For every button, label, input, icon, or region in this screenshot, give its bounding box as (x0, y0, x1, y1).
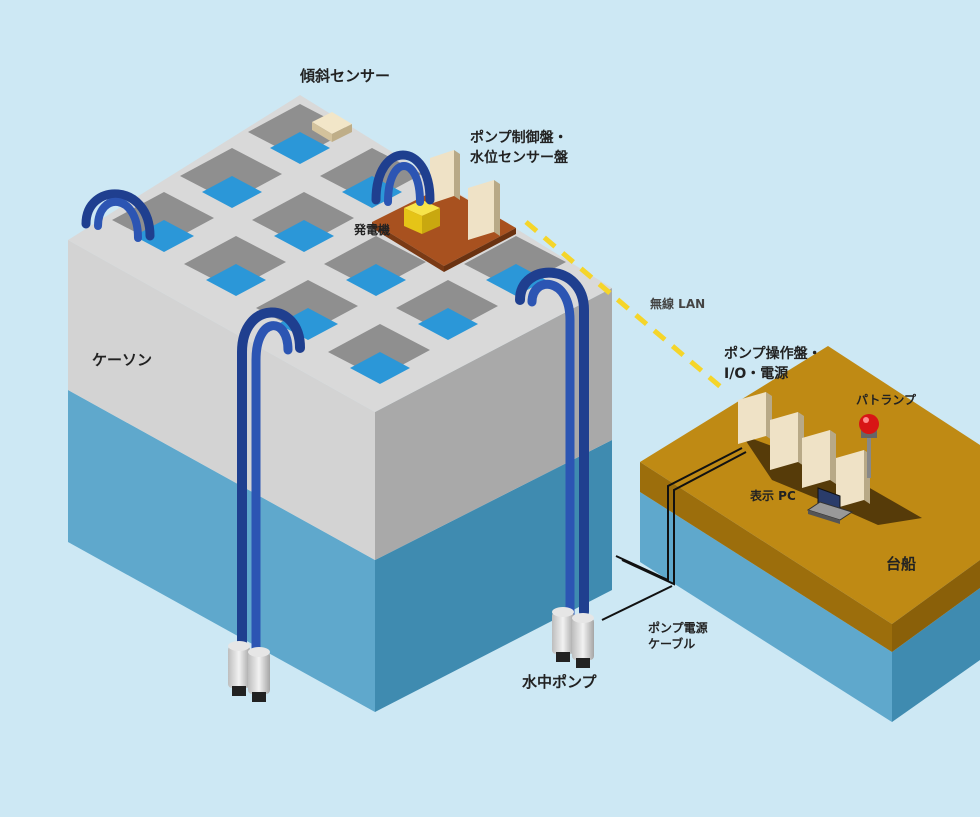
hoses (81, 150, 589, 657)
pump (228, 641, 250, 696)
control-panel (430, 150, 460, 204)
barge-deck-front (640, 462, 892, 652)
pump-power-cables (601, 447, 747, 621)
patrol-lamp-icon (859, 414, 879, 478)
laptop-icon (806, 487, 854, 524)
caisson-right-face (375, 288, 612, 560)
caisson (68, 95, 612, 712)
submersible-pump-label: 水中ポンプ (522, 673, 597, 691)
pump (552, 607, 574, 662)
barge-label: 台船 (886, 555, 917, 573)
pump-control-panels (430, 150, 500, 240)
pump-control-panel-label: ポンプ制御盤・ 水位センサー盤 (470, 130, 568, 166)
patrol-lamp-label: パトランプ (856, 393, 917, 407)
caisson-water-right (375, 440, 612, 712)
barge-deck-side (892, 560, 980, 652)
display-pc-label: 表示 PC (750, 489, 796, 503)
caisson-water-left (68, 390, 375, 712)
operation-panel (836, 450, 870, 508)
control-panel (468, 180, 500, 240)
caisson-left-face (68, 240, 375, 560)
barge-water-side (892, 588, 980, 722)
cell (180, 148, 282, 208)
hose-front-left (237, 307, 305, 657)
pump (572, 613, 594, 668)
pump-power-cable-label: ポンプ電源 ケーブル (648, 621, 708, 651)
cell (396, 280, 498, 340)
pump-operation-panel-label: ポンプ操作盤・ I/O・電源 (724, 346, 822, 382)
hose-front-right (515, 267, 589, 619)
submersible-pump-icon (228, 607, 594, 702)
hose-arch-left (81, 189, 155, 242)
cell (328, 324, 430, 384)
cell (184, 236, 286, 296)
barge (640, 346, 980, 722)
cell (252, 192, 354, 252)
barge-water-front (640, 492, 892, 722)
cell (464, 236, 566, 296)
operation-panel (738, 392, 772, 444)
caisson-label: ケーソン (92, 351, 153, 369)
tilt-sensor-label: 傾斜センサー (300, 67, 391, 85)
cell (324, 236, 426, 296)
pump-control-platform (372, 186, 516, 272)
pump-operation-panels (738, 392, 870, 508)
wireless-lan-link (524, 220, 724, 390)
operation-panel (770, 412, 804, 470)
wireless-lan-label: 無線 LAN (650, 297, 706, 311)
hose-arch-back (371, 150, 435, 206)
operation-panel (802, 430, 836, 488)
tilt-sensor-icon (312, 112, 352, 142)
pump (248, 647, 270, 702)
generator-label: 発電機 (354, 223, 391, 237)
